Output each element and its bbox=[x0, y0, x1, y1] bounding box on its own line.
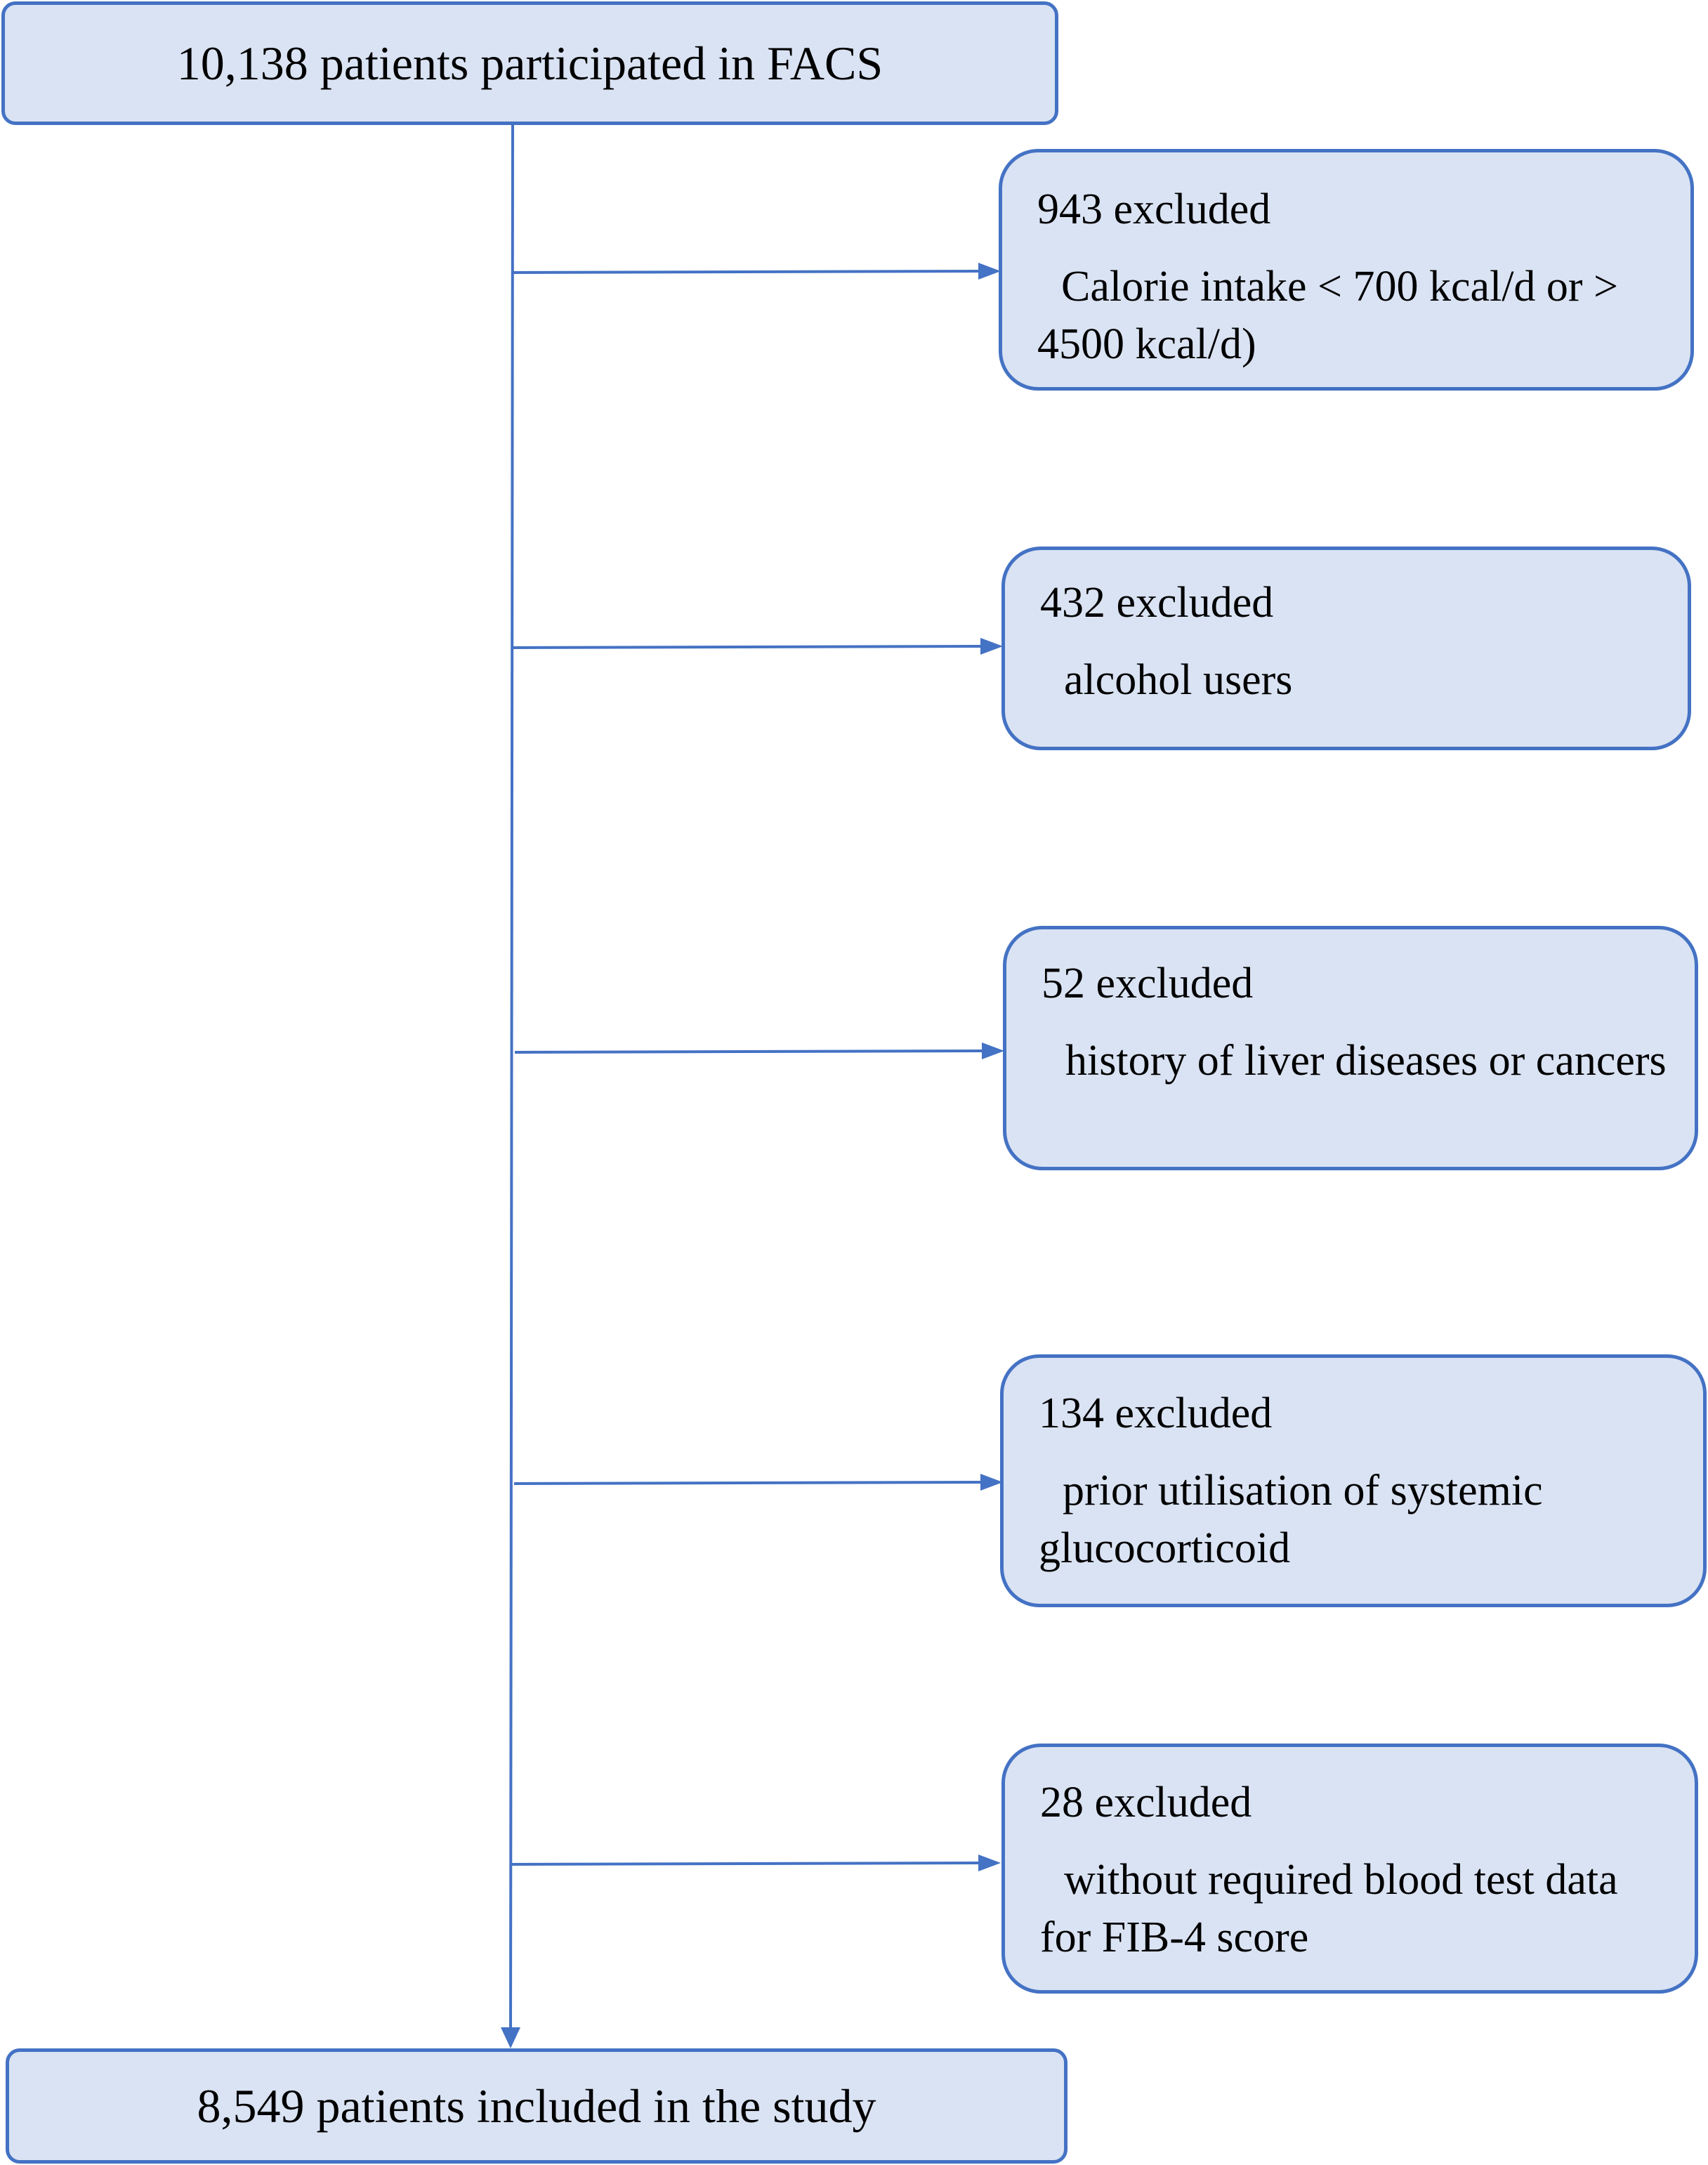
exclusion-box-4: 134 excluded prior utilisation of system… bbox=[1000, 1354, 1707, 1607]
branch-arrowhead-5 bbox=[978, 1855, 1001, 1871]
start-box-text: 10,138 patients participated in FACS bbox=[176, 37, 883, 90]
exclusion-count-5: 28 excluded bbox=[1040, 1779, 1252, 1826]
exclusion-count-2: 432 excluded bbox=[1040, 579, 1274, 627]
exclusion-reason-1: Calorie intake < 700 kcal/d or > 4500 kc… bbox=[1037, 263, 1619, 368]
down-arrowhead bbox=[501, 2027, 520, 2048]
exclusion-box-2: 432 excluded alcohol users bbox=[1001, 547, 1691, 750]
exclusion-count-1: 943 excluded bbox=[1037, 185, 1271, 233]
end-box-text: 8,549 patients included in the study bbox=[197, 2079, 876, 2133]
branch-arrow-2 bbox=[512, 645, 983, 649]
exclusion-reason-2: alcohol users bbox=[1064, 656, 1293, 704]
branch-arrowhead-3 bbox=[982, 1042, 1004, 1059]
end-box: 8,549 patients included in the study bbox=[6, 2048, 1068, 2164]
exclusion-count-3: 52 excluded bbox=[1042, 960, 1254, 1007]
branch-arrowhead-1 bbox=[978, 263, 1001, 280]
exclusion-box-3: 52 excluded history of liver diseases or… bbox=[1003, 926, 1698, 1170]
main-trunk-arrow bbox=[509, 124, 514, 2039]
branch-arrow-5 bbox=[511, 1862, 980, 1866]
exclusion-reason-4: prior utilisation of systemic glucocorti… bbox=[1039, 1467, 1543, 1572]
branch-arrow-4 bbox=[513, 1481, 983, 1485]
exclusion-count-4: 134 excluded bbox=[1039, 1389, 1273, 1437]
branch-arrow-3 bbox=[514, 1049, 984, 1054]
branch-arrowhead-2 bbox=[980, 638, 1003, 655]
exclusion-box-5: 28 excluded without required blood test … bbox=[1001, 1744, 1698, 1994]
exclusion-reason-5: without required blood test data for FIB… bbox=[1040, 1856, 1618, 1961]
exclusion-box-1: 943 excluded Calorie intake < 700 kcal/d… bbox=[999, 149, 1694, 391]
branch-arrow-1 bbox=[512, 270, 980, 274]
exclusion-reason-3: history of liver diseases or cancers bbox=[1065, 1037, 1667, 1085]
start-box: 10,138 patients participated in FACS bbox=[1, 1, 1058, 125]
